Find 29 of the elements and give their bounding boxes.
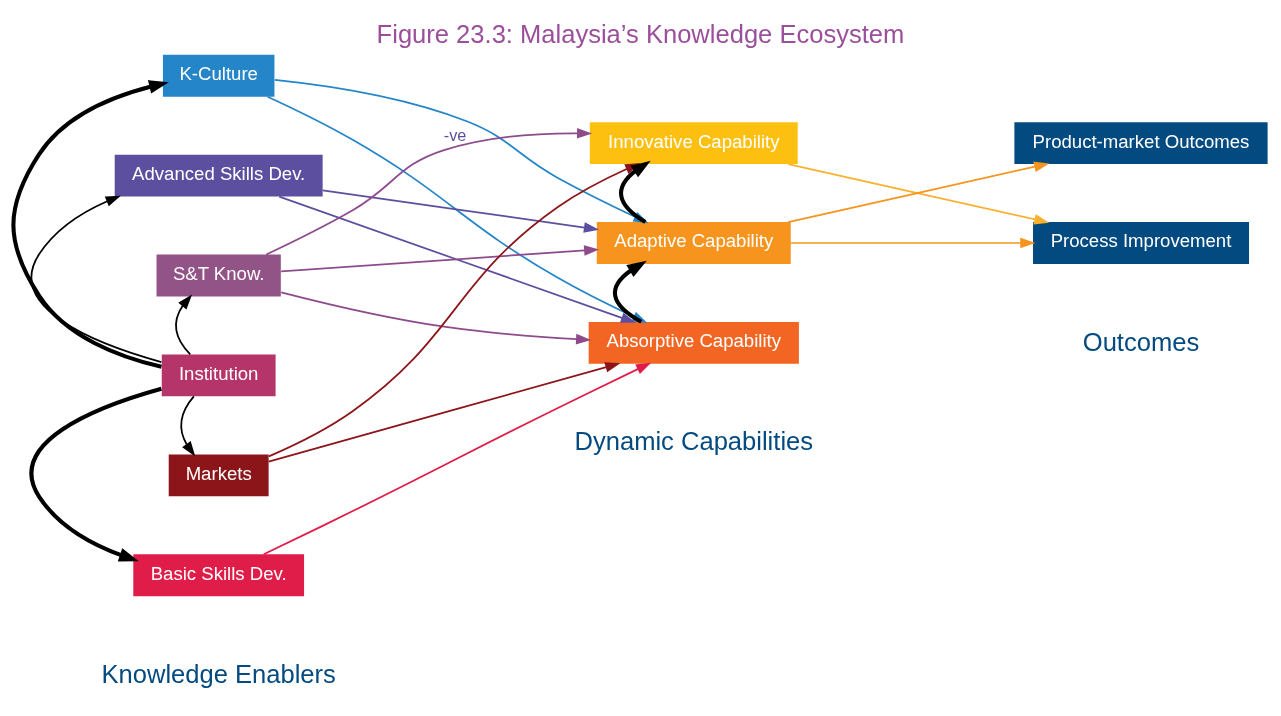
node-box: Innovative Capability <box>589 122 798 164</box>
diagram-title: Figure 23.3: Malaysia’s Knowledge Ecosystem <box>376 19 905 48</box>
node-box: Process Improvement <box>1032 222 1250 264</box>
label: Knowledge Enablers <box>101 659 336 688</box>
edge-label: -ve <box>443 126 467 145</box>
arrow <box>29 386 162 562</box>
arrow <box>265 128 593 256</box>
arrow <box>11 80 169 369</box>
node-box: S&T Know. <box>156 254 281 297</box>
node-box: Absorptive Capability <box>588 322 799 364</box>
arrow <box>790 237 1036 249</box>
node-box: Adaptive Capability <box>596 222 791 264</box>
arrow <box>180 395 196 457</box>
arrow <box>267 362 621 463</box>
arrow <box>175 294 193 356</box>
arrow <box>278 195 636 323</box>
node-box: K-Culture <box>162 54 275 97</box>
label: Outcomes <box>1082 327 1200 356</box>
arrow <box>262 362 652 556</box>
arrow <box>280 245 600 273</box>
node-box: Advanced Skills Dev. <box>114 154 323 197</box>
node-box: Institution <box>161 354 276 397</box>
arrow <box>30 195 163 363</box>
label: Dynamic Capabilities <box>574 427 814 456</box>
node-box: Product-market Outcomes <box>1014 122 1268 164</box>
arrow <box>321 189 599 233</box>
node-box: Markets <box>168 454 269 497</box>
arrow <box>280 291 592 345</box>
node-box: Basic Skills Dev. <box>133 554 305 597</box>
